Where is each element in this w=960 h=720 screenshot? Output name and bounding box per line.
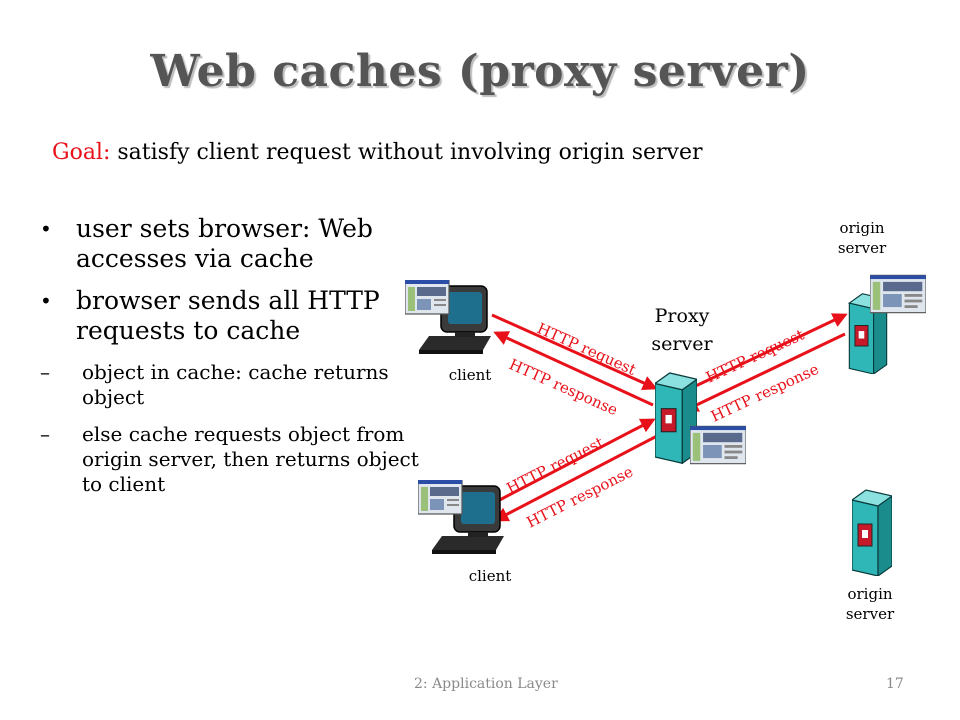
- bullet-item: user sets browser: Web accesses via cach…: [40, 214, 420, 274]
- bullet-item: browser sends all HTTP requests to cache…: [40, 286, 420, 497]
- sub-bullet-text: object in cache: cache returns object: [82, 360, 389, 409]
- origin-server-top-label: origin server: [837, 219, 887, 257]
- footer-chapter: 2: Application Layer: [414, 676, 558, 692]
- sub-bullet-item: else cache requests object from origin s…: [40, 422, 420, 497]
- bullet-text: browser sends all HTTP requests to cache: [76, 286, 380, 345]
- sub-bullet-text: else cache requests object from origin s…: [82, 422, 419, 496]
- goal-statement: Goal: satisfy client request without inv…: [52, 140, 703, 165]
- arrow-response-origin: [683, 332, 846, 412]
- sub-bullet-item: object in cache: cache returns object: [40, 360, 420, 410]
- footer-page-number: 17: [886, 676, 904, 692]
- arrow-request-client-top: [491, 313, 658, 390]
- proxy-screen-icon: [690, 425, 746, 465]
- client-computer-top: [405, 280, 492, 355]
- client-bottom-label: client: [468, 567, 512, 585]
- goal-text: satisfy client request without involving…: [110, 140, 703, 165]
- client-top-label: client: [448, 366, 492, 384]
- client-computer-bottom: [418, 480, 505, 555]
- arrow-request-origin: [682, 313, 848, 394]
- proxy-server-label: Proxy server: [651, 305, 713, 355]
- arrow-response-client-top: [493, 331, 654, 407]
- arrow-response-client-bottom: [493, 434, 658, 522]
- arrow-request-client-bottom: [489, 418, 656, 507]
- goal-label: Goal:: [52, 140, 111, 165]
- sub-bullet-list: object in cache: cache returns object el…: [40, 360, 420, 497]
- origin-server-bottom-label: origin server: [845, 585, 895, 623]
- slide-title: Web caches (proxy server): [150, 46, 810, 97]
- bullet-text: user sets browser: Web accesses via cach…: [76, 214, 373, 273]
- origin-screen-top-icon: [870, 274, 926, 314]
- origin-server-bottom-icon: [852, 489, 892, 576]
- bullet-list: user sets browser: Web accesses via cach…: [40, 214, 420, 509]
- label-http-request-client-top: HTTP request: [534, 319, 638, 379]
